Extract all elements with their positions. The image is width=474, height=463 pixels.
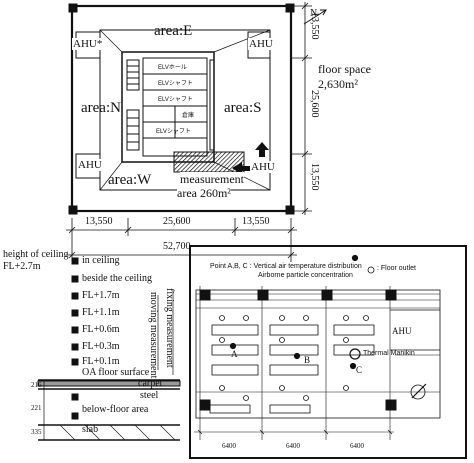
ahu-label-nw: AHU xyxy=(248,38,274,50)
area-south-label: area:S xyxy=(224,100,262,116)
dim-right-2: 25,600 xyxy=(309,90,320,118)
level-fl-1-1: FL+1.1m xyxy=(82,307,120,318)
legend-line-1: Point A,B, C : Vertical air temperature … xyxy=(210,263,362,270)
core-label-5: ELVシャフト xyxy=(156,129,191,135)
dim-right-1: 13,550 xyxy=(309,12,320,40)
ahu-label-sw: AHU xyxy=(250,161,276,173)
core-label-2: ELVシャフト xyxy=(158,81,193,87)
below-floor-label: below-floor area xyxy=(82,404,149,415)
dim-bottom-3: 13,550 xyxy=(242,216,270,227)
carpet-label: carpet xyxy=(138,378,163,389)
section-dim-221: 221 xyxy=(31,404,42,412)
thermal-manikin-label: Thermal Manikin xyxy=(363,350,415,357)
slab-label: slab xyxy=(82,424,99,435)
level-fl-0-1: FL+0.1m xyxy=(82,356,120,367)
measurement-area-label: area 260m² xyxy=(177,186,231,201)
level-fl-0-3: FL+0.3m xyxy=(82,341,120,352)
north-arrow-label: N xyxy=(310,8,318,19)
area-east-label: area:E xyxy=(154,23,193,39)
height-of-ceiling-label: height of ceiling xyxy=(3,249,69,260)
oa-floor-label: OA floor surface xyxy=(82,367,150,378)
point-c-label: C xyxy=(356,365,363,375)
detail-dim-1: 6400 xyxy=(222,442,236,450)
detail-ahu-label: AHU xyxy=(392,326,412,336)
ceiling-level-label: FL+2.7m xyxy=(3,261,41,272)
floor-space-label: floor space xyxy=(318,62,371,76)
floor-outlet-label: : Floor outlet xyxy=(377,265,416,272)
dim-right-3: 13,550 xyxy=(309,163,320,191)
point-a-label: A xyxy=(231,349,238,359)
ahu-label-se: AHU xyxy=(77,159,103,171)
moving-measurement-label: moving measurement xyxy=(148,292,159,379)
dim-total: 52,700 xyxy=(163,241,191,252)
level-beside-ceiling: beside the ceiling xyxy=(82,273,152,284)
area-west-label: area:W xyxy=(108,172,152,188)
dim-bottom-1: 13,550 xyxy=(85,216,113,227)
level-in-ceiling: in ceiling xyxy=(82,255,120,266)
floor-space-value: 2,630m² xyxy=(318,77,358,91)
area-north-label: area:N xyxy=(81,100,121,116)
ahu-label-ne: AHU* xyxy=(72,38,104,50)
detail-dim-3: 6400 xyxy=(350,442,364,450)
legend-line-2: Airborne particle concentration xyxy=(258,272,353,279)
core-label-1: ELVホール xyxy=(158,65,187,71)
level-fl-1-7: FL+1.7m xyxy=(82,290,120,301)
section-dim-216: 216 xyxy=(31,381,42,389)
dim-bottom-2: 25,600 xyxy=(163,216,191,227)
fixing-measurement-label: fixing measurement xyxy=(164,288,175,368)
level-fl-0-6: FL+0.6m xyxy=(82,324,120,335)
measurement-label: measurement xyxy=(180,172,244,187)
point-b-label: B xyxy=(304,355,311,365)
detail-dim-2: 6400 xyxy=(286,442,300,450)
core-label-3: ELVシャフト xyxy=(158,97,193,103)
steel-label: steel xyxy=(140,390,159,401)
section-dim-335: 335 xyxy=(31,428,42,436)
core-label-4: 倉庫 xyxy=(182,113,195,119)
